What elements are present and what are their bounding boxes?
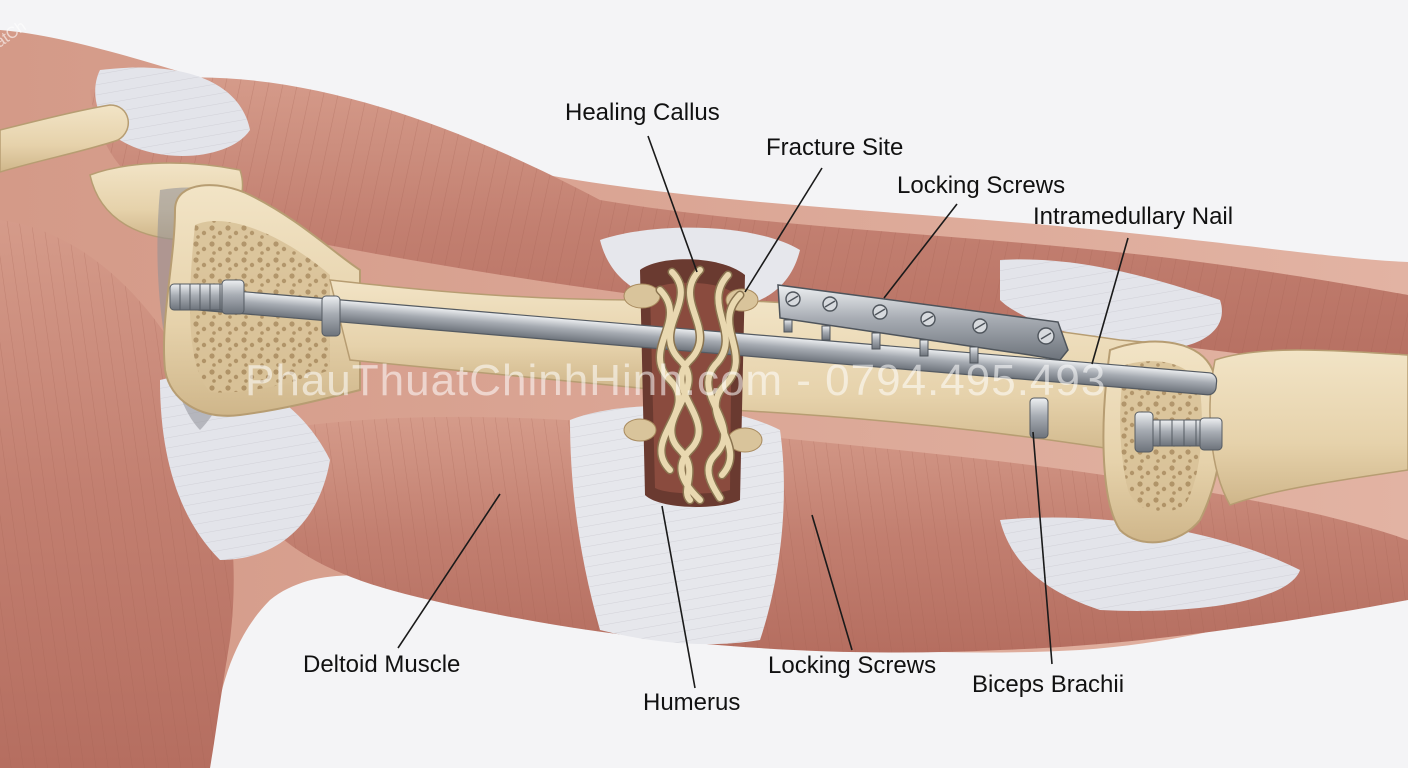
leader-locking-screws-bottom <box>811 514 853 651</box>
leader-healing-callus <box>647 135 698 273</box>
label-fracture-site: Fracture Site <box>766 134 904 161</box>
label-biceps-brachii: Biceps Brachii <box>972 671 1125 698</box>
leader-locking-screws-top <box>883 203 958 299</box>
leader-deltoid-muscle <box>397 493 501 649</box>
rod-thread-left <box>169 279 341 337</box>
label-deltoid-muscle: Deltoid Muscle <box>303 651 461 678</box>
locking-plate <box>777 284 1069 364</box>
label-intramedullary-nail: Intramedullary Nail <box>1033 203 1234 230</box>
label-humerus: Humerus <box>643 689 741 716</box>
leader-humerus <box>661 505 696 689</box>
leader-fracture-site <box>744 167 823 293</box>
healing-callus <box>655 265 745 505</box>
bone-fragment <box>623 418 657 442</box>
label-locking-screws-bottom: Locking Screws <box>768 652 937 679</box>
leader-lines <box>397 135 1129 689</box>
leader-intramedullary-nail <box>1091 237 1129 365</box>
clavicle <box>0 104 129 173</box>
screw-shaft <box>783 319 979 364</box>
rod-thread-right <box>1029 397 1223 453</box>
watermark: PhauThuatChinhHinh.com - 0794.495.493 <box>245 356 1107 405</box>
leader-biceps-brachii <box>1032 431 1053 665</box>
bone-fragment <box>623 283 661 309</box>
label-healing-callus: Healing Callus <box>565 99 720 126</box>
label-locking-screws-top: Locking Screws <box>897 172 1066 199</box>
